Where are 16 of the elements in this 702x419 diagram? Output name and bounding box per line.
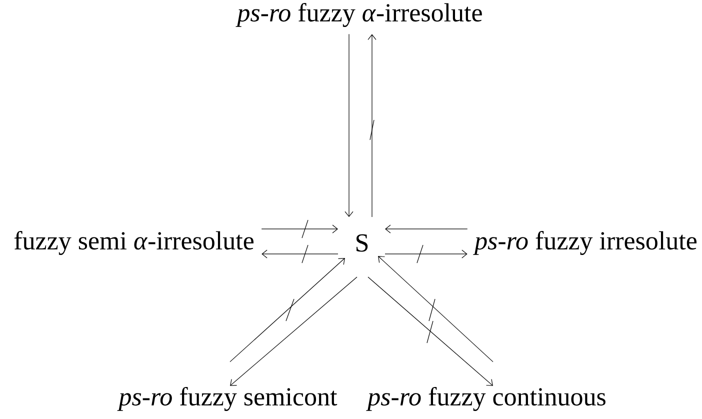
arrow (230, 258, 345, 362)
arrow (261, 224, 338, 234)
center-letter: S (356, 234, 368, 252)
node-label: ps-ro fuzzy continuous (366, 387, 606, 411)
node-label: ps-ro fuzzy irresolute (473, 231, 696, 255)
arrow (262, 250, 338, 258)
arrow (344, 34, 354, 217)
arrow (384, 250, 468, 258)
arrow (368, 34, 376, 218)
arrow (378, 256, 494, 362)
arrow (230, 276, 358, 386)
node-label: ps-ro fuzzy semicont (117, 387, 338, 411)
arrow (385, 224, 468, 234)
arrow (368, 276, 493, 386)
node-label: fuzzy semi α-irresolute (14, 231, 254, 255)
node-label: ps-ro fuzzy α-irresolute (236, 3, 482, 27)
